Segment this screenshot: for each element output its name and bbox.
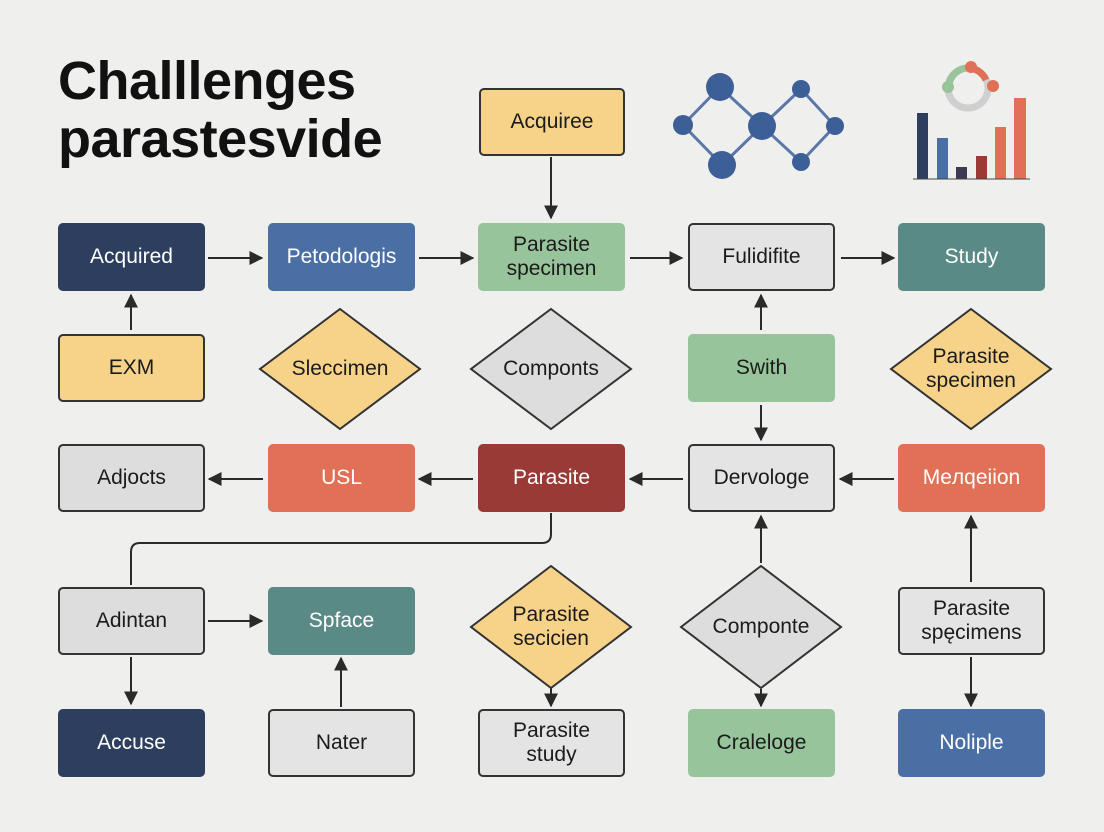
- node-petodologis[interactable]: Petodologis: [268, 223, 415, 291]
- node-noliple[interactable]: Noliple: [898, 709, 1045, 777]
- node-adjocts[interactable]: Adjocts: [58, 444, 205, 512]
- connectors: [124, 157, 978, 708]
- node-exm[interactable]: EXM: [58, 334, 205, 402]
- node-parasite-specimen-right[interactable]: Parasite specimen: [926, 345, 1016, 392]
- diamond-componts: [469, 307, 633, 431]
- node-meqeition[interactable]: Meлqeiion: [898, 444, 1045, 512]
- node-componts[interactable]: Componts: [503, 357, 599, 380]
- page-title-line-2: parastesvide: [58, 109, 383, 169]
- node-parasite-secicien[interactable]: Parasite secicien: [512, 603, 590, 650]
- diamond-sleccimen: [258, 307, 422, 431]
- node-swith[interactable]: Swith: [688, 334, 835, 402]
- node-fulidifite[interactable]: Fulidifite: [688, 223, 835, 291]
- node-componte[interactable]: Componte: [712, 615, 810, 638]
- node-sleccimen[interactable]: Sleccimen: [291, 357, 389, 380]
- node-acquiree[interactable]: Acquiree: [479, 88, 625, 156]
- node-accuse[interactable]: Accuse: [58, 709, 205, 777]
- diamonds: [258, 307, 1053, 690]
- diamond-parasite-specimen-right: [889, 307, 1053, 431]
- node-usl[interactable]: USL: [268, 444, 415, 512]
- node-study[interactable]: Study: [898, 223, 1045, 291]
- diamond-parasite-secicien: [469, 564, 633, 690]
- diamond-componte: [679, 564, 843, 690]
- bar-chart-icon: [913, 61, 1030, 180]
- node-adintan[interactable]: Adintan: [58, 587, 205, 655]
- network-graph-icon: [673, 73, 844, 179]
- node-cralelloge[interactable]: Cralelоge: [688, 709, 835, 777]
- page-title-line-1: Challlenges: [58, 51, 356, 111]
- node-dervologe[interactable]: Dervologe: [688, 444, 835, 512]
- node-parasite-specimen-top[interactable]: Parasite specimen: [478, 223, 625, 291]
- node-parasite-spcimens[interactable]: Parasite spęcimens: [898, 587, 1045, 655]
- node-nater[interactable]: Nater: [268, 709, 415, 777]
- node-acquired[interactable]: Acquired: [58, 223, 205, 291]
- node-spface[interactable]: Spface: [268, 587, 415, 655]
- node-parasite-study[interactable]: Parasite study: [478, 709, 625, 777]
- page-title: Challlenges parastesvide: [58, 51, 383, 169]
- node-parasite[interactable]: Parasite: [478, 444, 625, 512]
